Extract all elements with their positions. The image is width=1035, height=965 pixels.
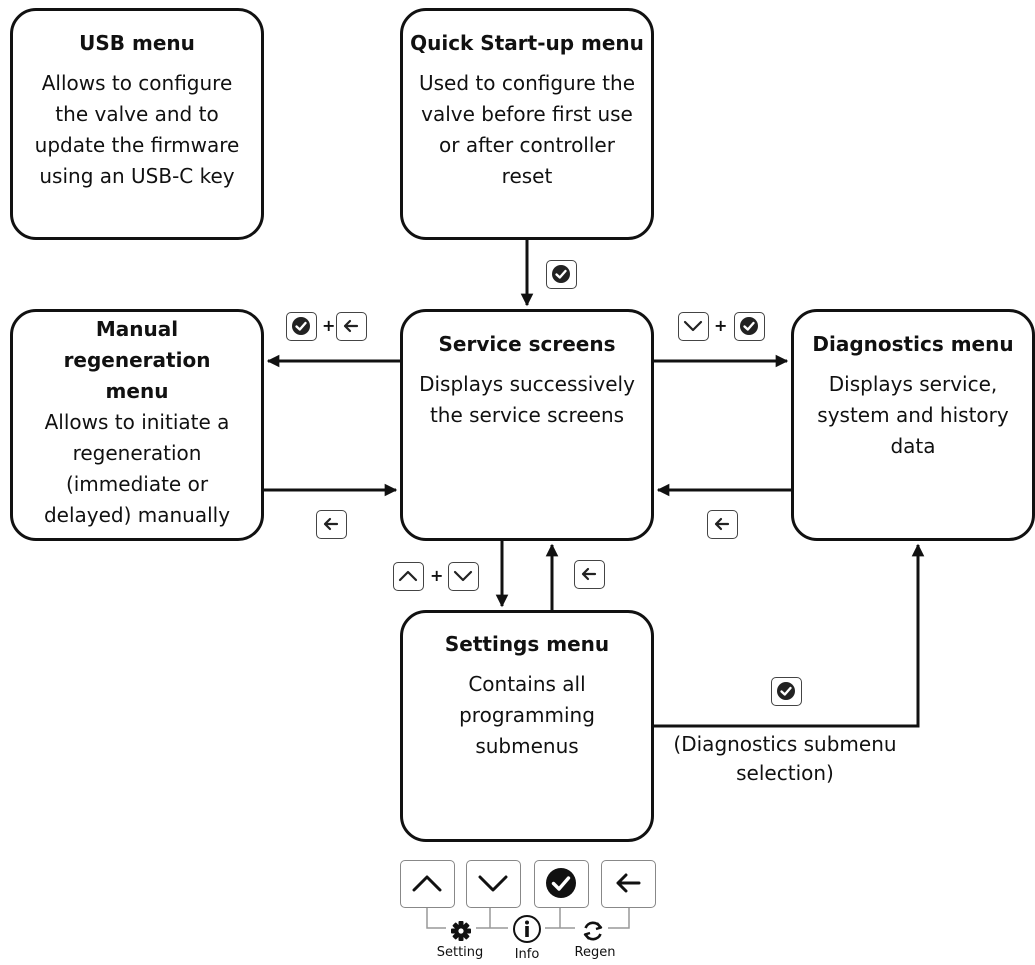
manual-regen-desc-line: Allows to initiate a <box>44 410 230 434</box>
key-hint-check <box>286 312 317 341</box>
back-arrow-icon <box>714 517 730 531</box>
back-arrow-icon <box>581 567 597 581</box>
manual-regen-title-line: Manual regeneration <box>63 317 211 372</box>
plus-sign: + <box>714 316 728 335</box>
back-arrow-icon <box>323 517 339 531</box>
keypad-up-button[interactable] <box>400 860 455 908</box>
info-icon <box>513 915 541 943</box>
diagnostics-submenu-note: (Diagnostics submenu selection) <box>660 730 910 788</box>
quick-startup-desc-line: or after controller <box>439 133 615 157</box>
diagnostics-desc-line: system and history <box>817 403 1009 427</box>
key-hint-back <box>707 510 738 539</box>
note-line: (Diagnostics submenu <box>673 732 897 756</box>
down-arrow-icon <box>453 570 473 582</box>
manual-regeneration-menu-box: Manual regeneration menu Allows to initi… <box>10 309 264 541</box>
up-arrow-icon <box>412 875 442 892</box>
diagnostics-desc-line: data <box>890 434 936 458</box>
function-label-regen: Regen <box>574 945 616 960</box>
plus-sign: + <box>430 566 444 585</box>
service-screens-title: Service screens <box>438 332 616 356</box>
check-circle-icon <box>740 317 758 335</box>
quick-startup-title: Quick Start-up menu <box>410 31 644 55</box>
manual-regen-desc-line: regeneration <box>72 441 202 465</box>
check-circle-icon <box>777 682 795 700</box>
down-arrow-icon <box>683 320 703 332</box>
gear-icon <box>451 921 471 941</box>
settings-title: Settings menu <box>444 632 610 656</box>
check-circle-icon <box>546 868 576 898</box>
refresh-icon <box>583 921 603 941</box>
service-screens-box: Service screens Displays successively th… <box>400 309 654 541</box>
key-hint-back <box>574 560 605 589</box>
plus-sign: + <box>322 316 336 335</box>
arrow-settings-to-diagnostics <box>654 543 925 728</box>
key-hint-check <box>546 260 577 289</box>
down-arrow-icon <box>478 875 508 892</box>
usb-menu-title: USB menu <box>79 31 195 55</box>
key-hint-check <box>734 312 765 341</box>
diagnostics-title: Diagnostics menu <box>812 332 1014 356</box>
usb-menu-box: USB menu Allows to configure the valve a… <box>10 8 264 240</box>
up-arrow-icon <box>398 570 418 582</box>
check-circle-icon <box>292 317 310 335</box>
usb-menu-desc-line: using an USB-C key <box>39 164 235 188</box>
key-hint-back <box>316 510 347 539</box>
key-hint-down <box>448 562 479 591</box>
service-screens-desc-line: the service screens <box>429 403 625 427</box>
back-arrow-icon <box>343 319 359 333</box>
manual-regen-desc-line: delayed) manually <box>43 503 231 527</box>
usb-menu-desc-line: Allows to configure <box>41 71 233 95</box>
settings-menu-box: Settings menu Contains all programming s… <box>400 610 654 842</box>
key-hint-up <box>393 562 424 591</box>
usb-menu-desc-line: update the firmware <box>34 133 240 157</box>
back-arrow-icon <box>616 873 641 893</box>
function-label-setting: Setting <box>436 945 484 960</box>
settings-desc-line: programming <box>459 703 595 727</box>
keypad-down-button[interactable] <box>466 860 521 908</box>
key-hint-down <box>678 312 709 341</box>
keypad-back-button[interactable] <box>601 860 656 908</box>
manual-regen-desc-line: (immediate or <box>65 472 209 496</box>
settings-desc-line: Contains all <box>468 672 586 696</box>
keypad-check-button[interactable] <box>534 860 589 908</box>
quick-startup-desc-line: Used to configure the <box>419 71 635 95</box>
quick-startup-desc-line: valve before first use <box>421 102 633 126</box>
key-hint-back <box>336 312 367 341</box>
usb-menu-desc-line: the valve and to <box>55 102 219 126</box>
check-circle-icon <box>552 265 570 283</box>
service-screens-desc-line: Displays successively <box>419 372 635 396</box>
note-line: selection) <box>736 761 834 785</box>
key-hint-check <box>771 677 802 706</box>
settings-desc-line: submenus <box>475 734 579 758</box>
quick-startup-menu-box: Quick Start-up menu Used to configure th… <box>400 8 654 240</box>
manual-regen-title-line: menu <box>105 379 169 403</box>
quick-startup-desc-line: reset <box>501 164 553 188</box>
diagnostics-desc-line: Displays service, <box>828 372 998 396</box>
function-label-info: Info <box>514 947 540 962</box>
diagnostics-menu-box: Diagnostics menu Displays service, syste… <box>791 309 1035 541</box>
